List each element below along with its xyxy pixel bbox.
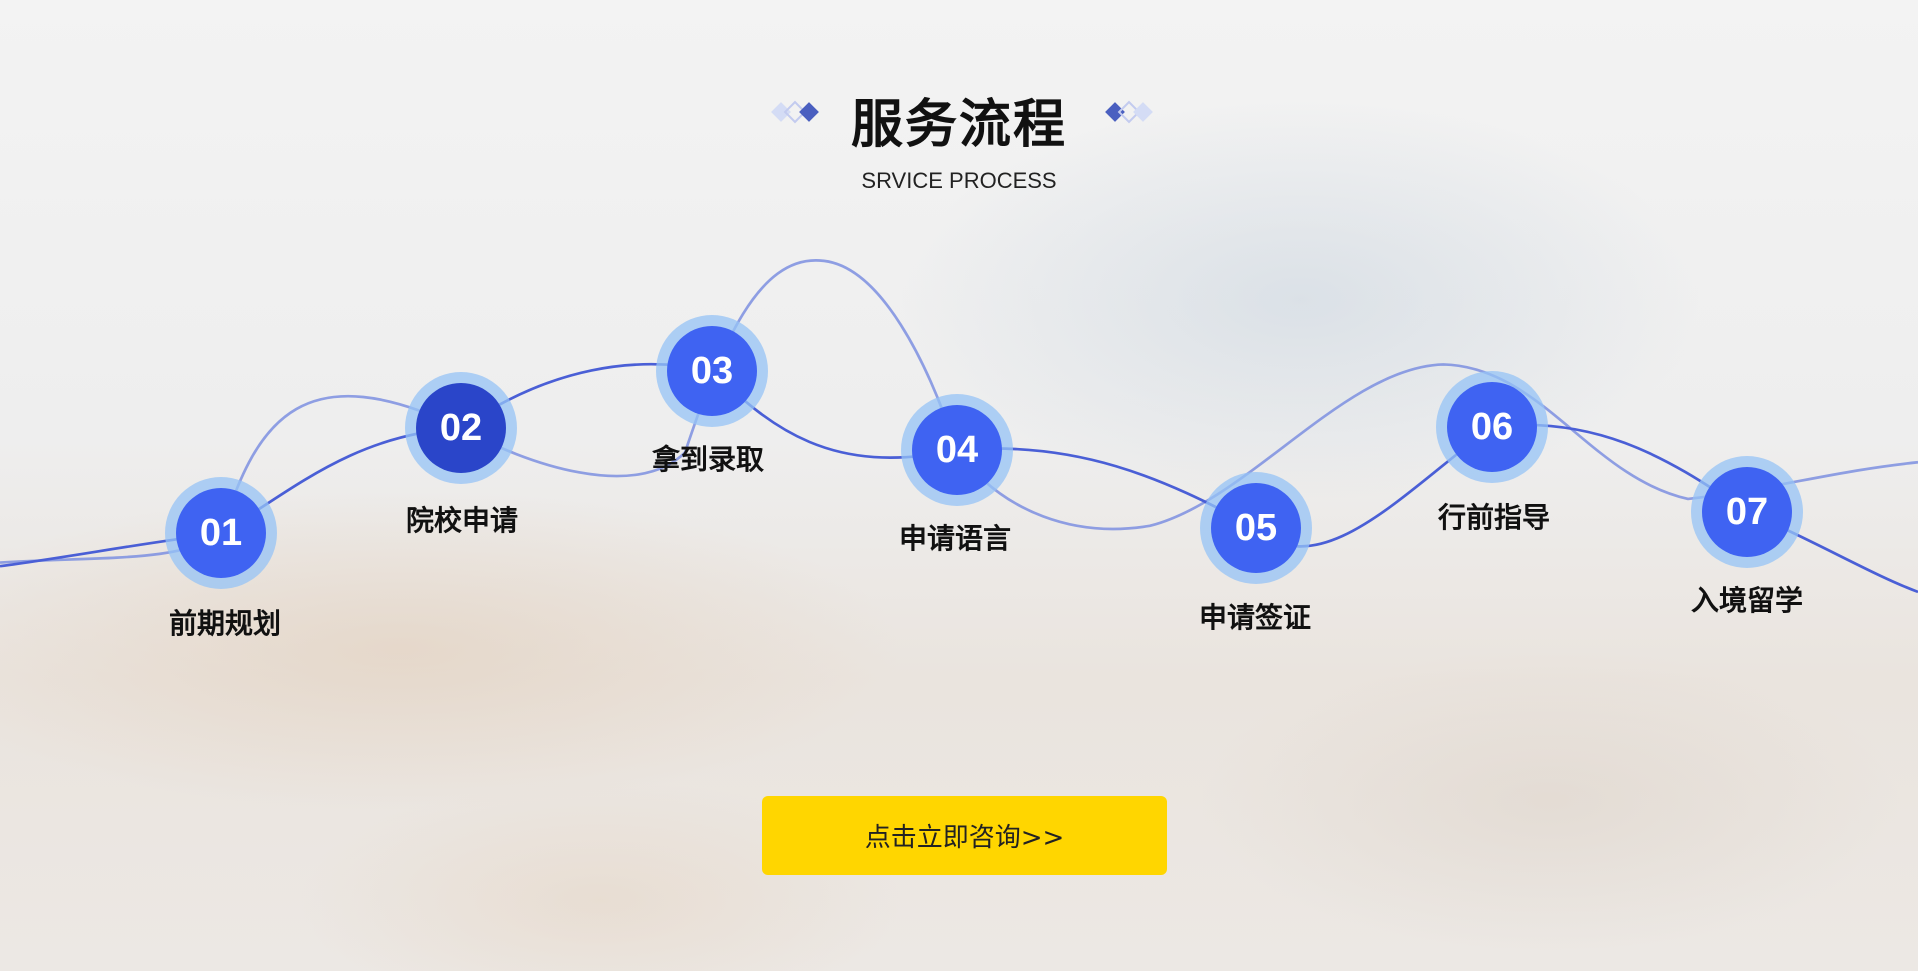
step-02-badge: 02: [405, 372, 517, 484]
step-06-badge: 06: [1436, 371, 1548, 483]
diamond-decoration-left: [771, 100, 819, 124]
page-title: 服务流程: [850, 95, 1067, 155]
step-number: 03: [667, 326, 757, 416]
step-07-label: 入境留学: [1690, 584, 1803, 617]
curve-light: [0, 259, 1918, 564]
step-02-label: 院校申请: [405, 504, 518, 537]
step-number: 04: [912, 405, 1002, 495]
step-number: 02: [416, 383, 506, 473]
step-number: 05: [1211, 483, 1301, 573]
step-07-badge: 07: [1691, 456, 1803, 568]
step-01-badge: 01: [165, 477, 277, 589]
step-01-label: 前期规划: [168, 607, 281, 640]
diamond-decoration-right: [1105, 100, 1153, 124]
step-number: 07: [1702, 467, 1792, 557]
consult-now-button[interactable]: 点击立即咨询>>: [762, 796, 1167, 875]
step-05-badge: 05: [1200, 472, 1312, 584]
step-04-badge: 04: [901, 394, 1013, 506]
page-subtitle: SRVICE PROCESS: [861, 168, 1057, 193]
step-number: 01: [176, 488, 266, 578]
step-03-badge: 03: [656, 315, 768, 427]
step-number: 06: [1447, 382, 1537, 472]
step-03-label: 拿到录取: [651, 443, 764, 476]
step-04-label: 申请语言: [898, 522, 1011, 555]
step-06-label: 行前指导: [1437, 501, 1550, 534]
step-05-label: 申请签证: [1198, 601, 1311, 634]
